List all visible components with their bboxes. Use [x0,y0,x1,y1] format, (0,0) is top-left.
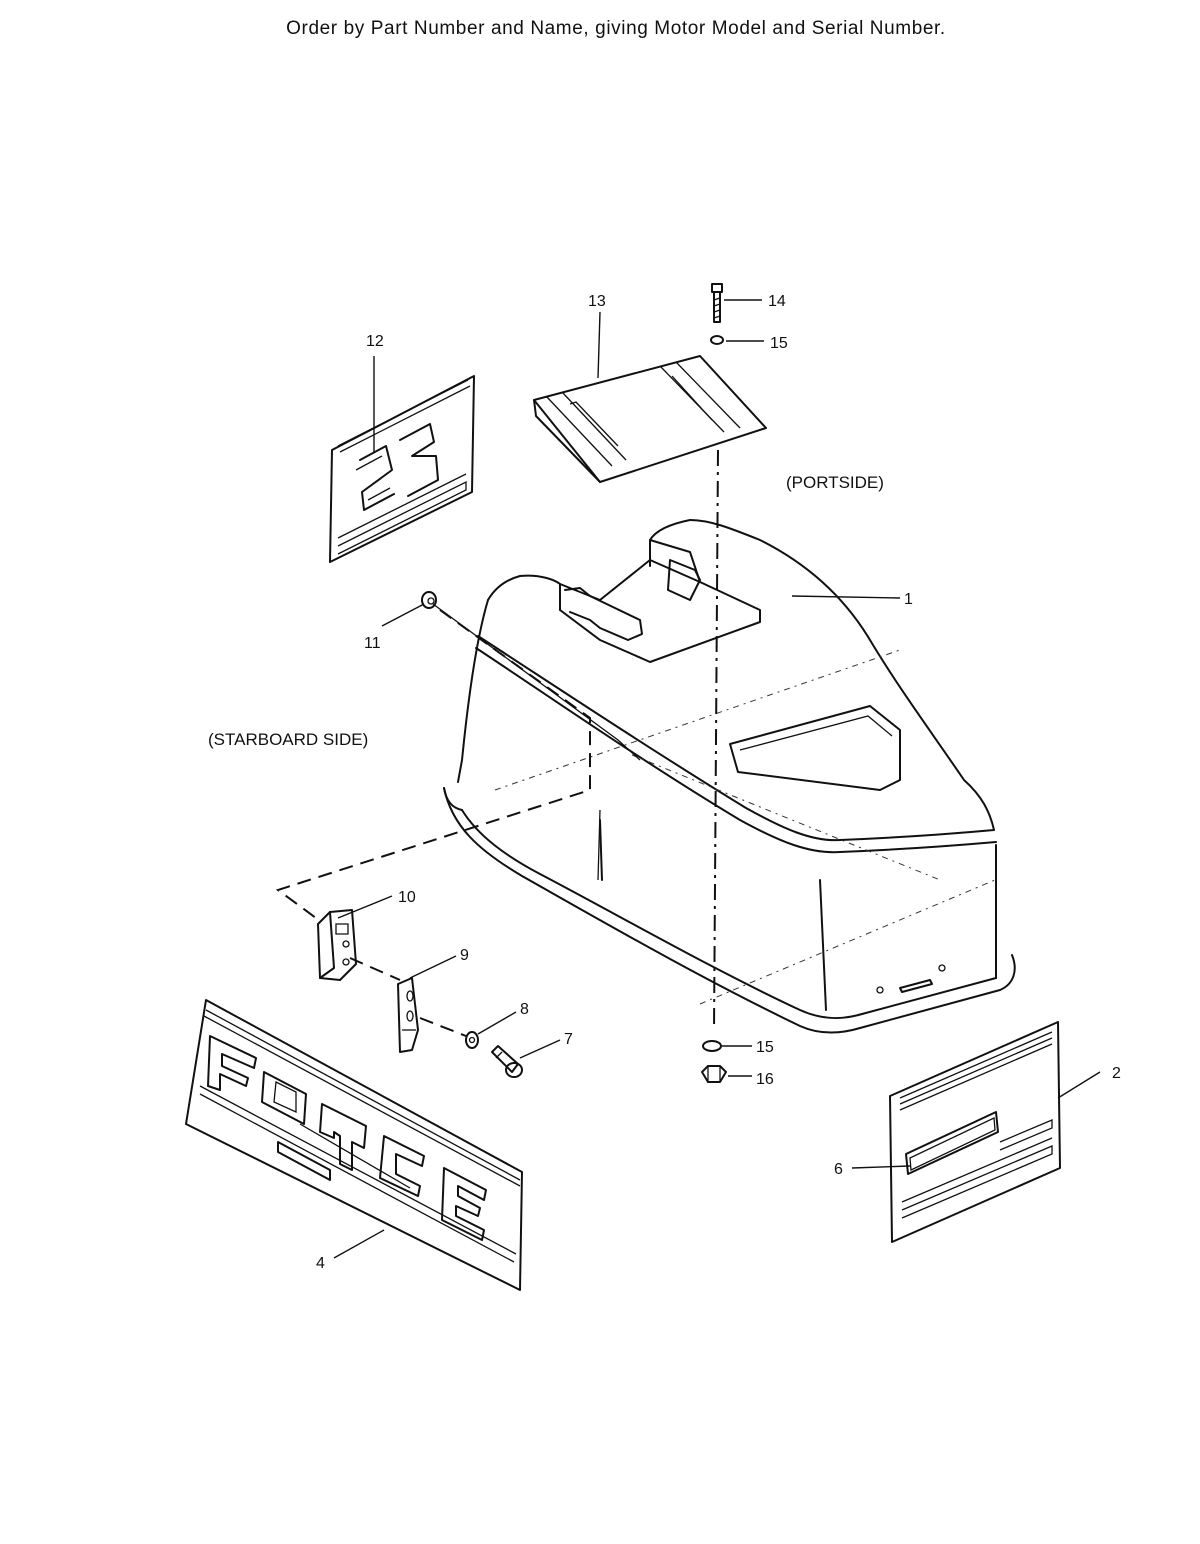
bottom-washer [702,1040,722,1052]
callout-16: 16 [756,1071,774,1088]
top-cover [533,355,767,483]
callout-14: 14 [768,293,786,310]
callout-4: 4 [316,1255,325,1272]
portside-label: (PORTSIDE) [786,473,884,492]
force-decal [185,999,523,1291]
model-decal [329,375,475,563]
callout-8: 8 [520,1001,529,1018]
callout-2: 2 [1112,1065,1121,1082]
leader-lines [333,299,1101,1259]
screw [491,1045,523,1078]
cowl [443,519,1016,1034]
callout-13: 13 [588,293,606,310]
nut [701,1065,727,1083]
washer [465,1031,479,1049]
portside-decal [889,1021,1061,1243]
callout-7: 7 [564,1031,573,1048]
order-instructions: Order by Part Number and Name, giving Mo… [286,18,946,39]
callout-12: 12 [366,333,384,350]
callout-1: 1 [904,591,913,608]
callout-15-top: 15 [770,335,788,352]
callout-9: 9 [460,947,469,964]
fastener-axis [713,449,719,1031]
callout-10: 10 [398,889,416,906]
callout-11: 11 [364,635,381,652]
plug [421,591,437,609]
latch-bracket [317,909,357,981]
starboard-side-label: (STARBOARD SIDE) [208,730,368,749]
callout-6: 6 [834,1161,843,1178]
top-screw [711,283,723,323]
callout-15-bottom: 15 [756,1039,774,1056]
force-logo-decal [905,1111,999,1175]
latch-plate [397,977,419,1053]
top-washer [710,335,724,345]
